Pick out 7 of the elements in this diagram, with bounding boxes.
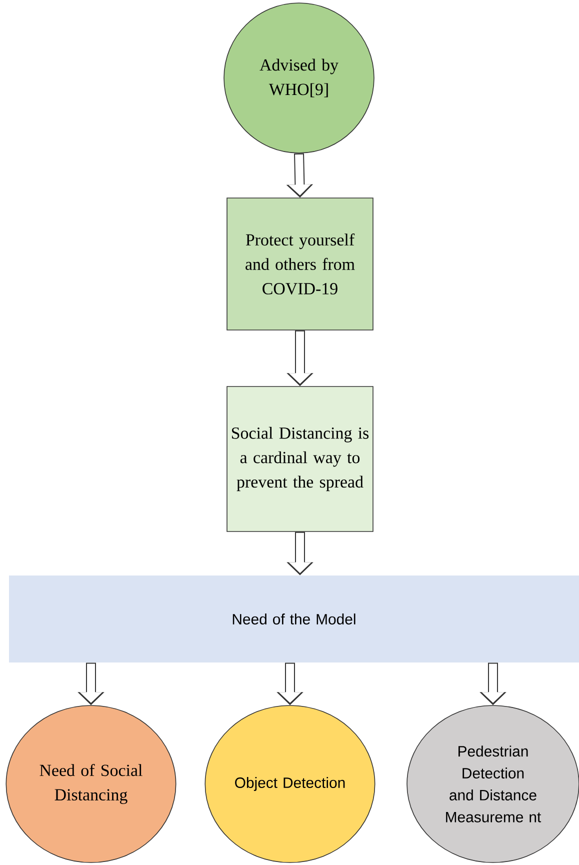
band: Need of the Model bbox=[9, 576, 579, 662]
circle-node: Pedestrian Detection and Distance Measureme nt bbox=[406, 705, 579, 863]
process-box: Social Distancing is a cardinal way to prevent the spread bbox=[226, 386, 374, 532]
circle-node: Need of Social Distancing bbox=[6, 705, 176, 863]
circle-node: Object Detection bbox=[204, 705, 376, 863]
process-box: Protect yourself and others from COVID-19 bbox=[226, 198, 374, 330]
circle-node: Advised by WHO[9] bbox=[224, 2, 374, 154]
